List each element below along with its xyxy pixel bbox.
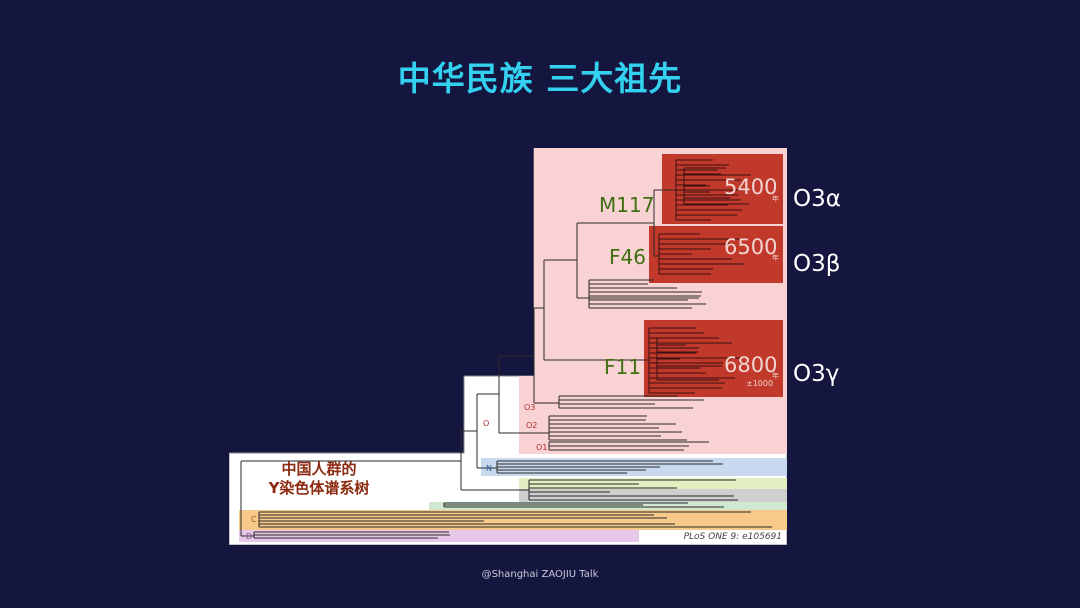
branch-o3-alpha-sub xyxy=(683,167,749,205)
q-band xyxy=(519,478,787,489)
age-label-o3-alpha: 5400 xyxy=(724,175,777,199)
haplogroup-label-c: C xyxy=(251,515,257,524)
haplogroup-label-n: N xyxy=(486,464,492,473)
tree-branches-in-clades xyxy=(648,159,751,394)
haplogroup-label-o3: O3 xyxy=(524,403,535,412)
branch-n xyxy=(496,460,723,474)
clade-name-o3-gamma: O3γ xyxy=(793,361,840,387)
clade-name-o3-alpha: O3α xyxy=(793,186,841,212)
branch-o3-beta xyxy=(658,233,744,275)
branch-d xyxy=(253,531,450,539)
branch-j xyxy=(443,502,724,508)
branch-o2 xyxy=(548,415,687,441)
tree-svg: M117 F46 F11 5400 年 6500 年 6800 年 ±1000 … xyxy=(229,148,787,545)
inset-title-line1: 中国人群的 xyxy=(281,460,356,478)
clade-box-o3-alpha xyxy=(662,154,783,224)
marker-label-m117: M117 xyxy=(599,193,654,217)
clade-name-o3-beta: O3β xyxy=(793,251,841,277)
age-label-o3-gamma: 6800 xyxy=(724,353,777,377)
citation: PLoS ONE 9: e105691 xyxy=(684,532,782,542)
branch-misc-o3 xyxy=(588,279,706,309)
haplogroup-label-d: D xyxy=(246,532,252,541)
age-unit-o3-alpha: 年 xyxy=(772,194,779,203)
j-band xyxy=(429,502,787,510)
haplogroup-label-o1: O1 xyxy=(536,443,547,452)
inset-title-line2: Y染色体谱系树 xyxy=(268,479,370,497)
backbone-o3-upper xyxy=(543,259,649,361)
age-error-o3-gamma: ±1000 xyxy=(746,379,773,388)
d-band xyxy=(239,530,639,542)
marker-label-f46: F46 xyxy=(609,245,646,269)
branch-o3-gamma-sub xyxy=(656,337,722,381)
haplogroup-label-o: O xyxy=(483,419,489,428)
branch-o3-lower xyxy=(558,395,704,409)
tree-branches xyxy=(240,189,772,539)
credit: @Shanghai ZAOJIU Talk xyxy=(481,569,599,580)
slide-title: 中华民族 三大祖先 xyxy=(397,59,683,98)
branch-c xyxy=(258,511,772,528)
y-chromosome-tree-figure: M117 F46 F11 5400 年 6500 年 6800 年 ±1000 … xyxy=(229,148,787,545)
age-label-o3-beta: 6500 xyxy=(724,235,777,259)
haplogroup-label-o2: O2 xyxy=(526,421,537,430)
marker-label-f11: F11 xyxy=(604,355,641,379)
branch-o1 xyxy=(548,441,709,451)
age-unit-o3-beta: 年 xyxy=(772,253,779,262)
age-unit-o3-gamma: 年 xyxy=(772,371,779,380)
backbone-root xyxy=(240,460,461,537)
branch-o3-alpha xyxy=(675,159,751,221)
